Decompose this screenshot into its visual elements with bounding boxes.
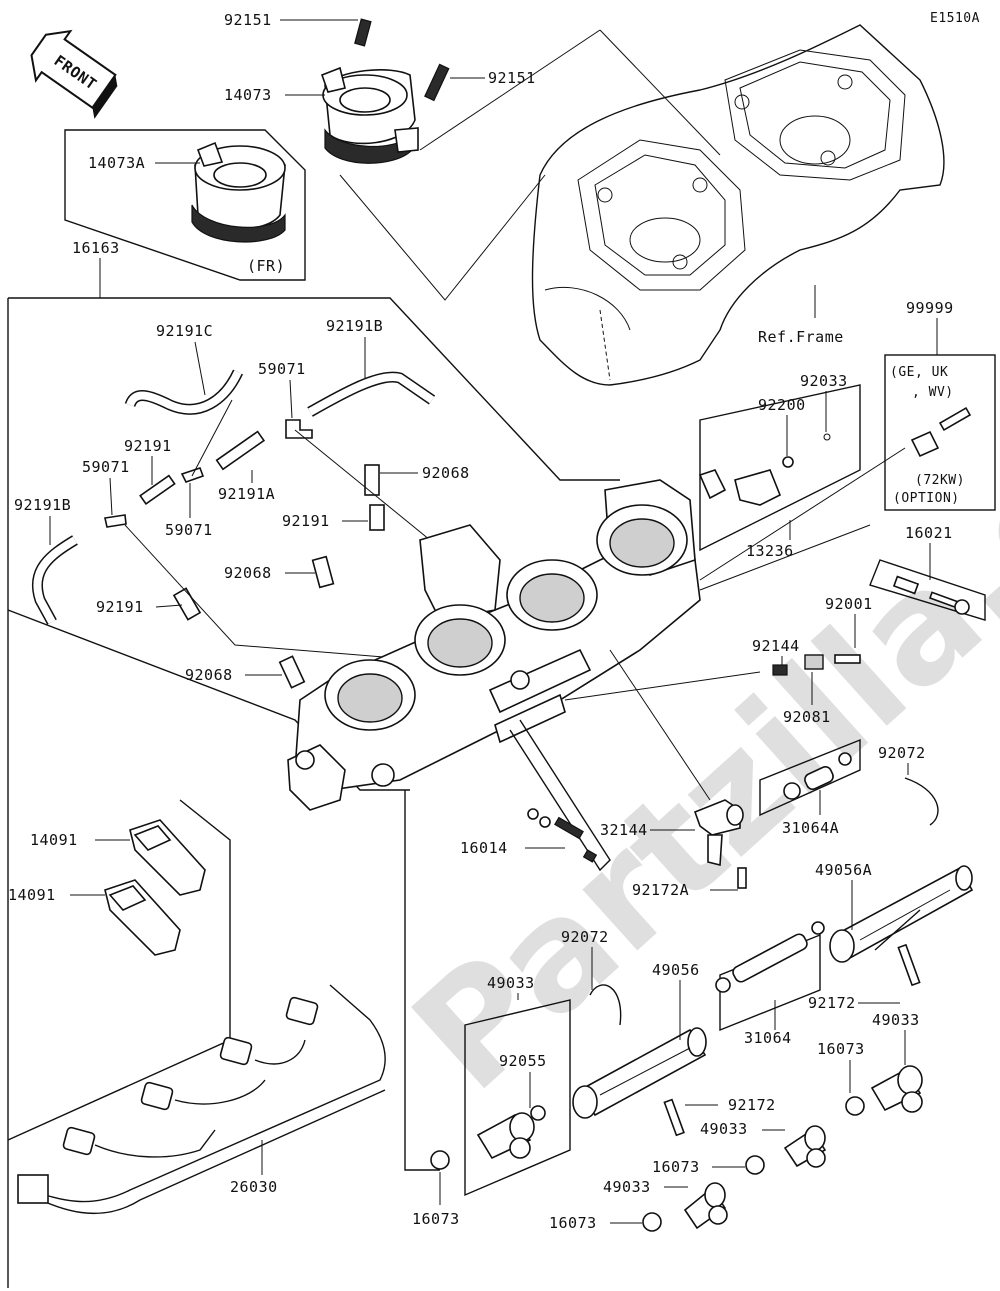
label-16073-b: 16073 [652, 1158, 700, 1176]
part-14073-funnel [320, 18, 450, 164]
label-16073-c: 16073 [549, 1214, 597, 1232]
label-31064: 31064 [744, 1029, 792, 1047]
label-16021: 16021 [905, 524, 953, 542]
label-92191-b: 92191 [282, 512, 330, 530]
option-box-99999: 99999 (GE, UK , WV) (72KW) (OPTION) [699, 299, 996, 581]
option-line3: (72KW) [915, 473, 965, 488]
label-92200: 92200 [758, 396, 806, 414]
label-92191a: 92191A [218, 485, 275, 503]
label-59071-b: 59071 [82, 458, 130, 476]
label-14091-b: 14091 [8, 886, 56, 904]
label-92068-a: 92068 [422, 464, 470, 482]
label-49033-d: 49033 [603, 1178, 651, 1196]
label-59071-a: 59071 [258, 360, 306, 378]
injector-b [870, 1065, 923, 1113]
label-16073-a: 16073 [817, 1040, 865, 1058]
part-14091-clips [104, 819, 206, 956]
label-13236: 13236 [746, 542, 794, 560]
injector-d [683, 1182, 728, 1230]
part-26030-wiring-harness [17, 984, 386, 1215]
fr-label: (FR) [247, 257, 285, 275]
label-49056: 49056 [652, 961, 700, 979]
label-14091-a: 14091 [30, 831, 78, 849]
label-99999: 99999 [906, 299, 954, 317]
option-line1: (GE, UK [890, 365, 948, 380]
label-92191b-left: 92191B [14, 496, 71, 514]
label-16073-d: 16073 [412, 1210, 460, 1228]
label-31064a: 31064A [782, 819, 839, 837]
label-92055: 92055 [499, 1052, 547, 1070]
label-49033-c: 49033 [700, 1120, 748, 1138]
part-14073a-box: (FR) [64, 129, 306, 281]
option-line2: , WV) [912, 385, 954, 400]
label-92068-b: 92068 [224, 564, 272, 582]
label-92068-c: 92068 [185, 666, 233, 684]
diagram-code: E1510A [930, 11, 980, 26]
option-line4: (OPTION) [893, 491, 960, 506]
label-59071-c: 59071 [165, 521, 213, 539]
label-92072-a: 92072 [878, 744, 926, 762]
label-92151-b: 92151 [488, 69, 536, 87]
label-92001: 92001 [825, 595, 873, 613]
hoses [31, 369, 436, 689]
label-92172-b: 92172 [808, 994, 856, 1012]
label-32144: 32144 [600, 821, 648, 839]
label-92172a-sensor: 92172A [632, 881, 689, 899]
label-49033-b: 49033 [872, 1011, 920, 1029]
label-92151-a: 92151 [224, 11, 272, 29]
ref-frame-label: Ref.Frame [758, 328, 844, 346]
label-49033-a: 49033 [487, 974, 535, 992]
label-14073: 14073 [224, 86, 272, 104]
label-14073a: 14073A [88, 154, 145, 172]
label-92033: 92033 [800, 372, 848, 390]
ref-frame-drawing: Ref.Frame [531, 24, 945, 386]
part-49056a-fuel-rail [829, 865, 974, 987]
throttle-body-assembly [287, 433, 831, 811]
label-92191-c: 92191 [96, 598, 144, 616]
label-92191b-top: 92191B [326, 317, 383, 335]
part-49056-fuel-rail [572, 1027, 707, 1137]
label-92191c: 92191C [156, 322, 213, 340]
injector-c [783, 1125, 827, 1168]
label-92172-a: 92172 [728, 1096, 776, 1114]
label-49056a: 49056A [815, 861, 872, 879]
label-92072-b: 92072 [561, 928, 609, 946]
front-arrow-icon: FRONT [30, 29, 118, 119]
label-92191-a: 92191 [124, 437, 172, 455]
injector-a [476, 1112, 535, 1160]
label-16014: 16014 [460, 839, 508, 857]
label-92081: 92081 [783, 708, 831, 726]
label-92144: 92144 [752, 637, 800, 655]
label-16163: 16163 [72, 239, 120, 257]
label-26030: 26030 [230, 1178, 278, 1196]
